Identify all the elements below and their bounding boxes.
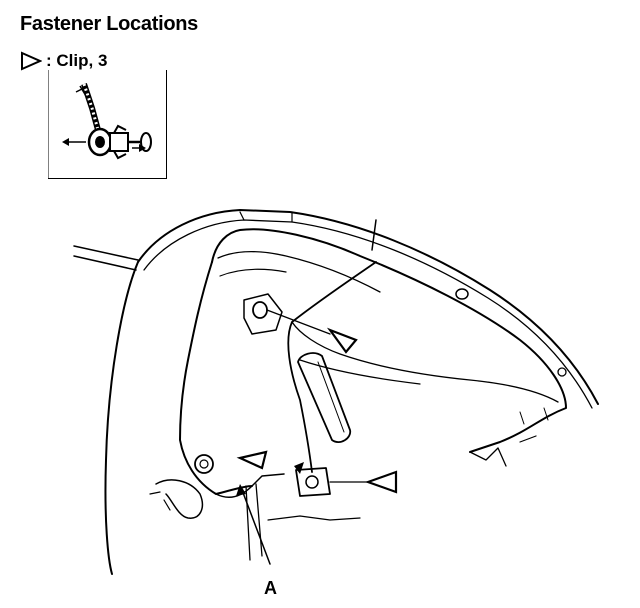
clip-marker-2-icon [236, 450, 268, 470]
clip-detail-illustration [48, 70, 152, 178]
leader-arrowhead-icon [236, 484, 246, 496]
clip-detail-inset [48, 70, 167, 179]
fastener-legend: : Clip, 3 [20, 51, 107, 71]
triangle-marker-icon [21, 51, 42, 71]
clip-marker-1-icon [326, 327, 358, 354]
clip-marker-3-icon [364, 470, 398, 494]
legend-label: : Clip, 3 [46, 51, 108, 70]
page-title: Fastener Locations [20, 13, 198, 35]
callout-label-a: A [264, 578, 277, 598]
